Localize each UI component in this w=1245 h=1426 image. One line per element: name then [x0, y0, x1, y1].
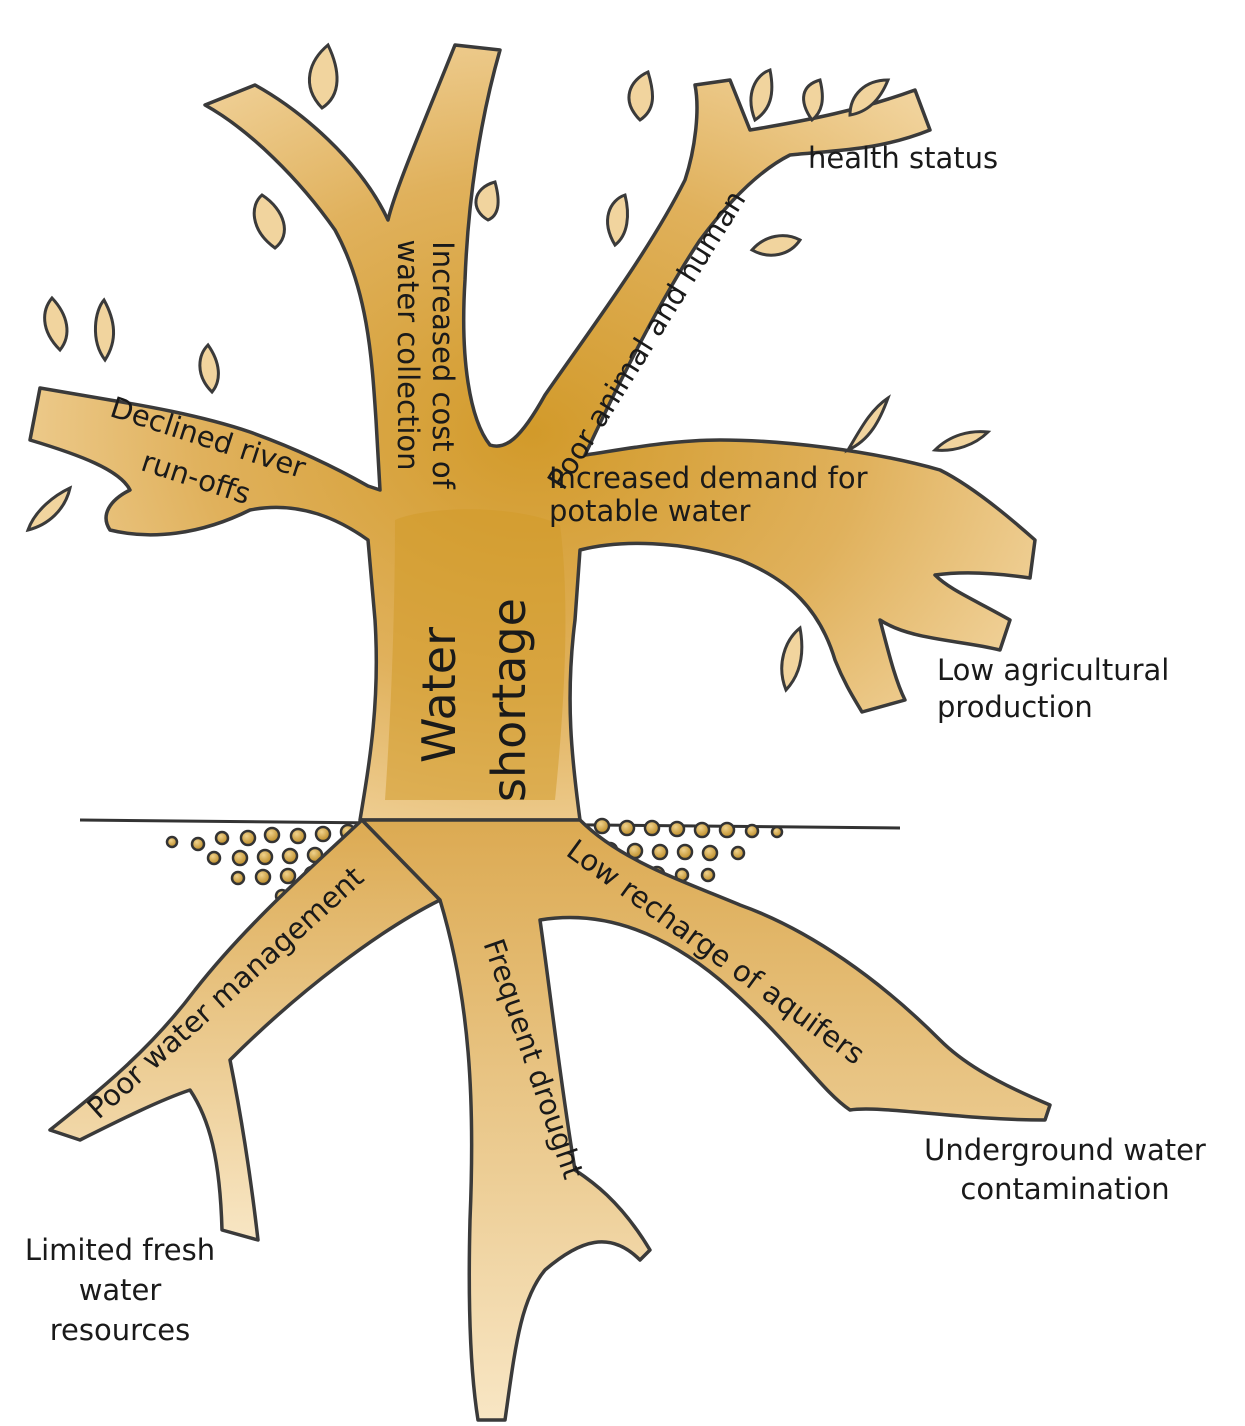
- leaf-icon: [804, 80, 823, 120]
- effect-demand-line1: Increased demand for: [549, 461, 868, 495]
- root-left: [50, 820, 440, 1240]
- leaf-icon: [848, 398, 888, 450]
- cause-contamination-line1: Underground water: [924, 1133, 1206, 1167]
- leaf-icon: [476, 182, 498, 220]
- leaf-icon: [752, 236, 800, 256]
- leaf-icon: [254, 195, 284, 248]
- leaf-icon: [608, 195, 628, 245]
- effect-agri-line2: production: [937, 690, 1093, 724]
- leaf-icon: [751, 70, 772, 120]
- effect-agri-line1: Low agricultural: [937, 653, 1169, 687]
- cause-limited-line2: water: [79, 1273, 162, 1307]
- root-center: [362, 820, 1050, 1420]
- leaf-icon: [200, 345, 219, 392]
- effect-cost-line1: Increased cost of: [426, 241, 460, 489]
- effect-demand-line2: potable water: [549, 494, 751, 528]
- cause-contamination-line2: contamination: [960, 1172, 1169, 1206]
- cause-limited-line1: Limited fresh: [25, 1233, 215, 1267]
- leaf-icon: [45, 298, 67, 350]
- trunk-label-water: Water: [412, 627, 466, 763]
- cause-limited-line3: resources: [50, 1313, 191, 1347]
- effect-health-part2: health status: [808, 141, 998, 175]
- leaf-icon: [935, 432, 988, 451]
- leaf-icon: [28, 488, 70, 530]
- effect-cost-line2: water collection: [391, 240, 425, 471]
- trunk-label-shortage: shortage: [482, 598, 536, 802]
- leaf-icon: [309, 45, 337, 108]
- leaf-icon: [95, 300, 113, 360]
- leaf-icon: [782, 628, 802, 690]
- leaf-icon: [629, 72, 653, 120]
